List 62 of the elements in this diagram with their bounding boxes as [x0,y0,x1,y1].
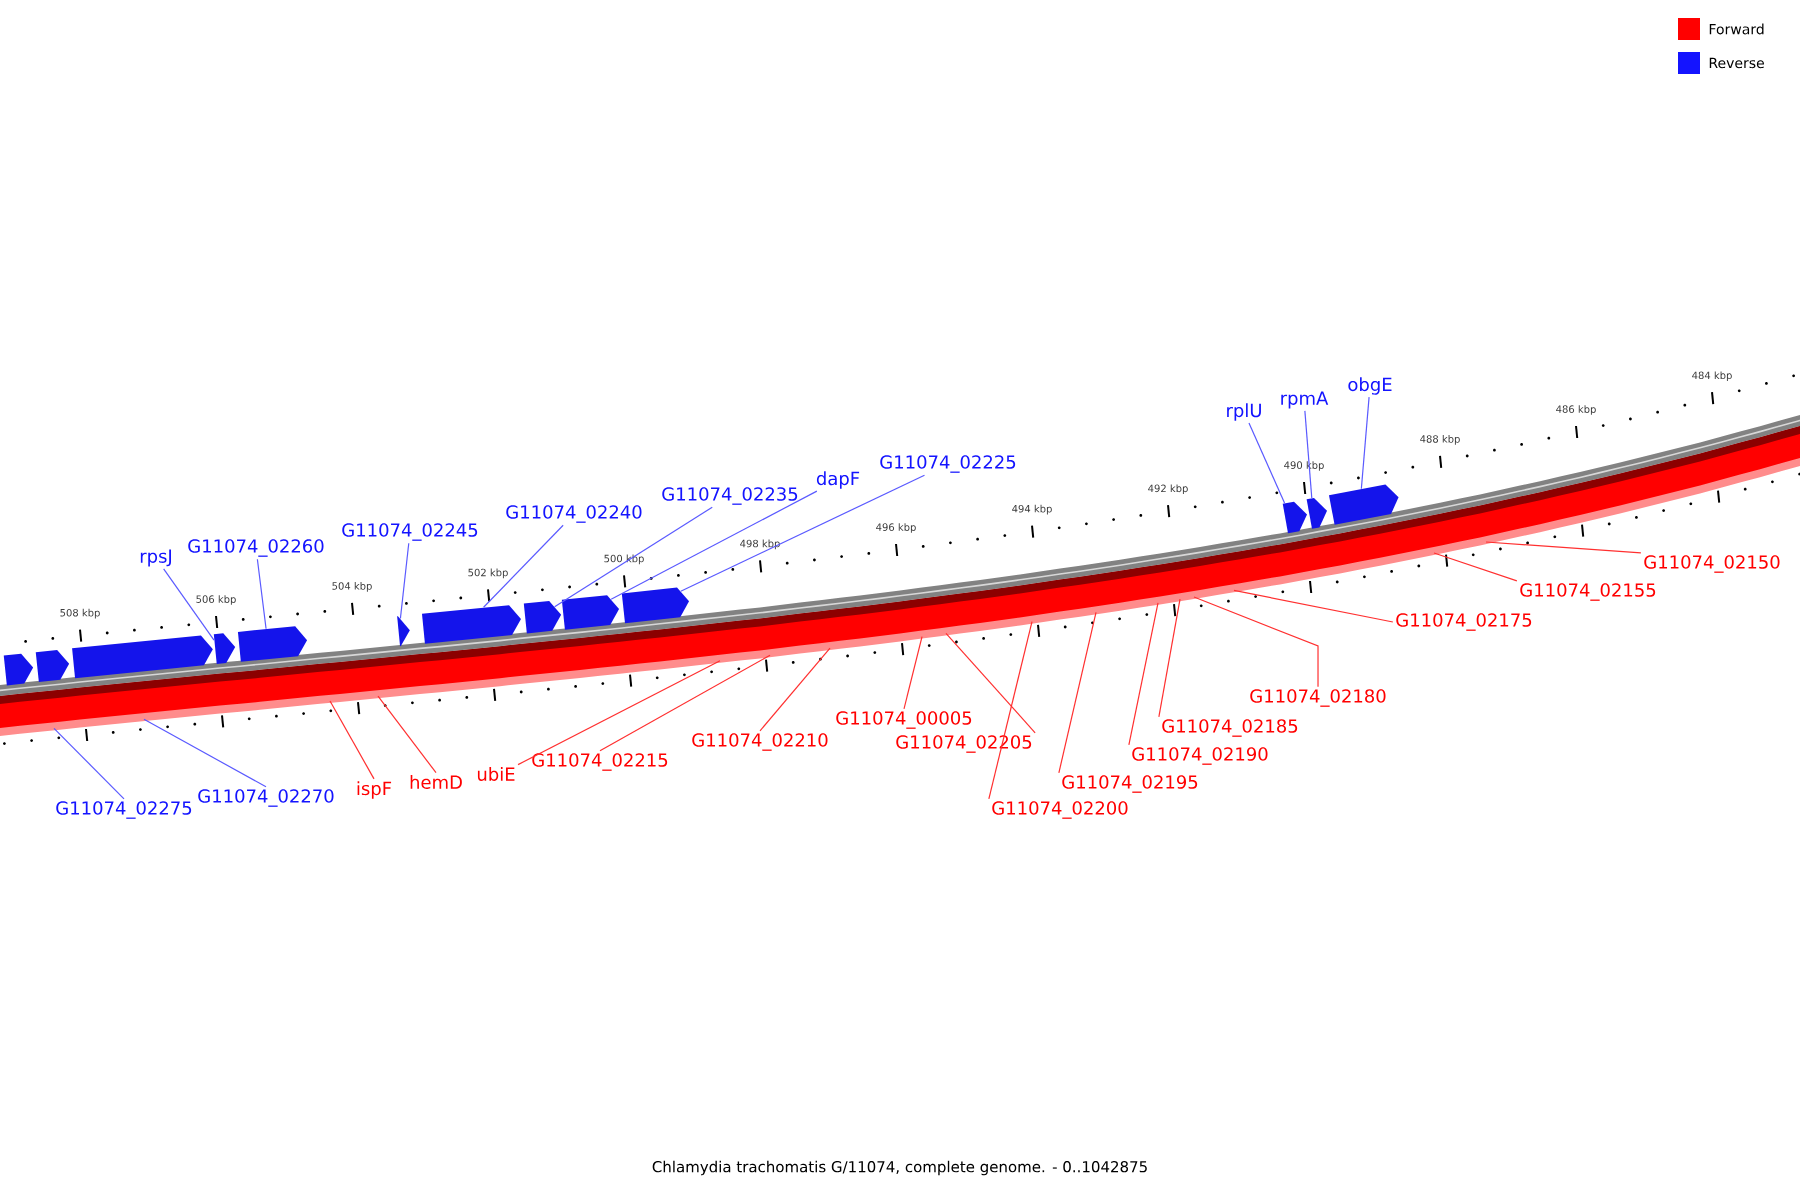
leader-line [1248,422,1286,504]
gene-label: G11074_02235 [662,487,798,505]
gene-feature [397,616,410,647]
gene-label: G11074_02185 [1162,719,1298,737]
gene-label: obgE [1348,377,1392,395]
gene-label: G11074_02150 [1644,555,1780,573]
gene-label: rpsJ [140,549,171,567]
leader-line [903,636,923,710]
gene-feature [621,587,690,624]
leader-line [759,647,831,732]
gene-label: G11074_02225 [880,455,1016,473]
leader-line [329,700,375,780]
leader-line [53,727,125,800]
gene-feature [523,601,562,634]
gene-label: G11074_02190 [1132,747,1268,765]
leader-line [680,474,926,592]
leader-line [399,542,410,620]
gene-label: G11074_02245 [342,523,478,541]
leader-line [163,568,215,641]
gene-label: G11074_02240 [506,505,642,523]
gene-label: G11074_02260 [188,539,324,557]
leader-line [1058,611,1097,774]
leader-line [143,718,267,788]
leader-line [1193,596,1319,688]
gene-label: hemD [410,775,462,789]
gene-feature [1306,498,1328,529]
gene-label: ispF [357,781,392,799]
gene-feature [3,653,34,686]
gene-feature [561,595,620,630]
leader-line [554,506,713,608]
leader-line [1360,396,1370,490]
leader-line [1128,602,1159,746]
leader-line [1233,589,1394,623]
gene-label: rpmA [1281,391,1329,409]
gene-label: G11074_02180 [1250,689,1386,707]
leader-line [1304,410,1313,499]
leader-line [1158,598,1181,718]
gene-label: G11074_02155 [1520,583,1656,601]
gene-label: dapF [816,471,860,489]
gene-label: G11074_02195 [1062,775,1198,793]
gene-label: rplU [1227,403,1261,421]
leader-line [517,660,721,766]
leader-line [988,621,1033,800]
leader-line [1485,541,1642,554]
leader-line [377,695,437,774]
gene-label: G11074_02175 [1396,613,1532,631]
gene-label: G11074_02210 [692,733,828,751]
leader-line [945,632,1036,734]
gene-feature [1282,501,1307,534]
leader-line [483,524,564,608]
leader-line [599,654,771,752]
leader-line [1433,552,1518,582]
gene-label: G11074_02275 [56,801,192,819]
gene-feature [213,633,236,664]
gene-label: G11074_02215 [532,753,668,771]
gene-label: G11074_02270 [198,789,334,807]
gene-feature [35,650,70,683]
gene-label: ubiE [477,767,515,781]
gene-label: G11074_02200 [992,801,1128,819]
leader-line [256,558,267,630]
gene-label: G11074_00005 [836,711,972,729]
leader-line [610,490,818,600]
